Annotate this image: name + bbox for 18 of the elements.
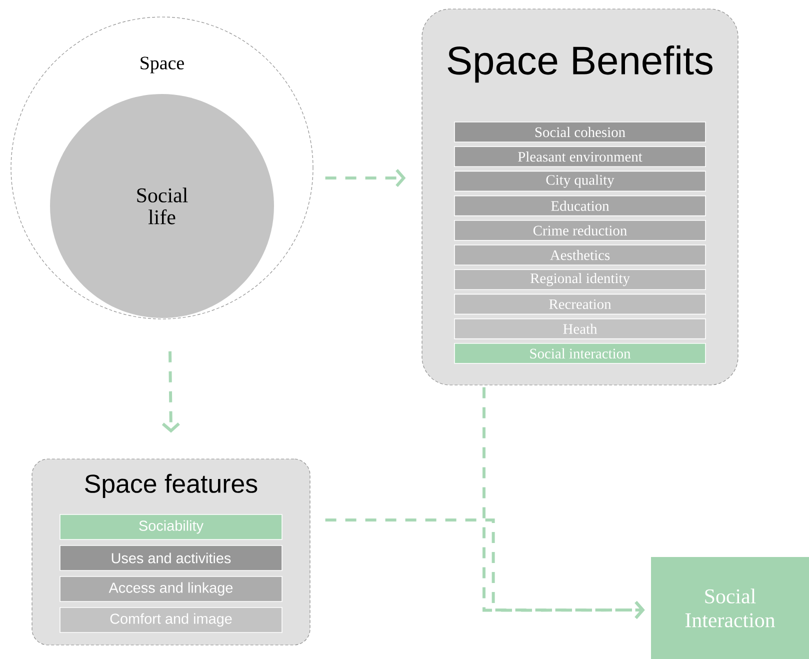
list-bar: Social cohesion xyxy=(454,122,706,142)
list-bar: Recreation xyxy=(454,294,706,315)
list-bar: Education xyxy=(454,195,706,216)
list-bar: Aesthetics xyxy=(454,244,706,266)
result-box: Social Interaction xyxy=(651,557,809,659)
list-bar: Social interaction xyxy=(454,343,706,364)
list-bar: Uses and activities xyxy=(60,545,282,571)
arrow xyxy=(325,169,406,187)
arrow xyxy=(162,351,180,433)
list-bar: Access and linkage xyxy=(60,576,282,602)
list-bar: Heath xyxy=(454,318,706,340)
list-bar: City quality xyxy=(454,170,706,192)
list-bar: Sociability xyxy=(60,514,282,540)
list-bar: Crime reduction xyxy=(454,220,706,241)
list-bar: Comfort and image xyxy=(60,607,282,633)
list-bar: Pleasant environment xyxy=(454,146,706,167)
list-bar: Regional identity xyxy=(454,269,706,290)
arrow xyxy=(325,518,645,619)
